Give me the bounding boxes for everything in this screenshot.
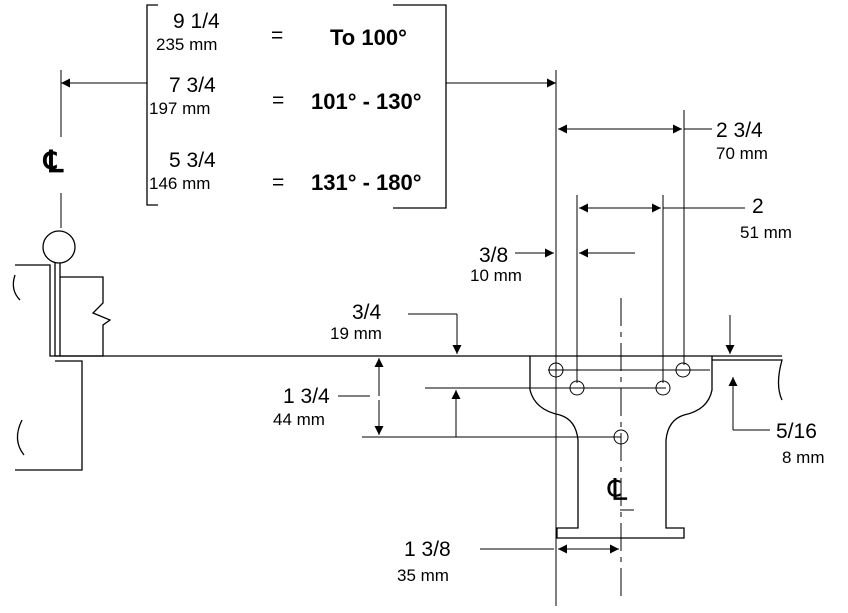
table-row-2-angle: 101° - 130°	[311, 89, 422, 114]
table-row-3: 5 3/4 146 mm = 131° - 180°	[149, 149, 422, 195]
table-row-3-inch: 5 3/4	[169, 149, 216, 172]
dim-5-16-mm: 8 mm	[782, 448, 825, 467]
dim-2-3-4-inch: 2 3/4	[716, 119, 763, 142]
dim-1-3-4-mm: 44 mm	[273, 410, 325, 429]
cabinet-side: ℄	[12, 146, 782, 471]
dim-3-4-mm: 19 mm	[330, 324, 382, 343]
centerline-symbol: ℄	[42, 146, 64, 179]
table-row-2: 7 3/4 197 mm = 101° - 130°	[149, 74, 422, 118]
table-row-2-inch: 7 3/4	[169, 74, 216, 97]
dim-1-3-4-inch: 1 3/4	[283, 385, 330, 408]
table-row-2-equals: =	[272, 89, 284, 112]
door-panel	[60, 276, 112, 357]
table-row-3-equals: =	[272, 171, 284, 194]
extension-lines	[362, 70, 710, 606]
knob	[42, 230, 76, 264]
dim-1-3-8: 1 3/8 35 mm	[397, 538, 619, 585]
table-row-3-angle: 131° - 180°	[311, 170, 422, 195]
dim-3-8-inch: 3/8	[479, 244, 508, 267]
cabinet-side-lower	[15, 360, 83, 471]
dim-5-16: 5/16 8 mm	[728, 377, 825, 467]
dim-3-4-inch: 3/4	[352, 301, 382, 324]
dim-2-3-4-mm: 70 mm	[716, 144, 768, 163]
dim-2-mm: 51 mm	[740, 223, 792, 242]
dim-3-8-mm: 10 mm	[470, 266, 522, 285]
table-row-1-equals: =	[271, 24, 283, 47]
dimension-table: 9 1/4 235 mm = To 100° 7 3/4 197 mm = 10…	[146, 4, 447, 209]
dim-2-inch: 2	[752, 195, 764, 218]
dim-1-3-4: 1 3/4 44 mm	[273, 358, 461, 437]
door-panel-break	[12, 274, 21, 301]
cabinet-frame	[15, 264, 60, 357]
dim-5-16-inch: 5/16	[776, 420, 817, 443]
dim-3-4: 3/4 19 mm	[330, 301, 735, 354]
mounting-plate: ℄	[529, 298, 783, 596]
main-dimension	[60, 70, 556, 137]
dim-2-3-4: 2 3/4 70 mm	[558, 119, 768, 163]
table-row-2-mm: 197 mm	[149, 99, 210, 118]
table-row-1-angle: To 100°	[330, 25, 407, 50]
table-row-1: 9 1/4 235 mm = To 100°	[156, 10, 407, 54]
dim-1-3-8-inch: 1 3/8	[404, 538, 451, 561]
dim-3-8: 3/8 10 mm	[470, 244, 635, 285]
part-centerline-symbol: ℄	[607, 474, 628, 507]
table-row-1-mm: 235 mm	[156, 35, 217, 54]
dim-1-3-8-mm: 35 mm	[397, 566, 449, 585]
table-row-3-mm: 146 mm	[149, 174, 210, 193]
table-row-1-inch: 9 1/4	[173, 10, 220, 33]
dim-2: 2 51 mm	[579, 195, 792, 242]
